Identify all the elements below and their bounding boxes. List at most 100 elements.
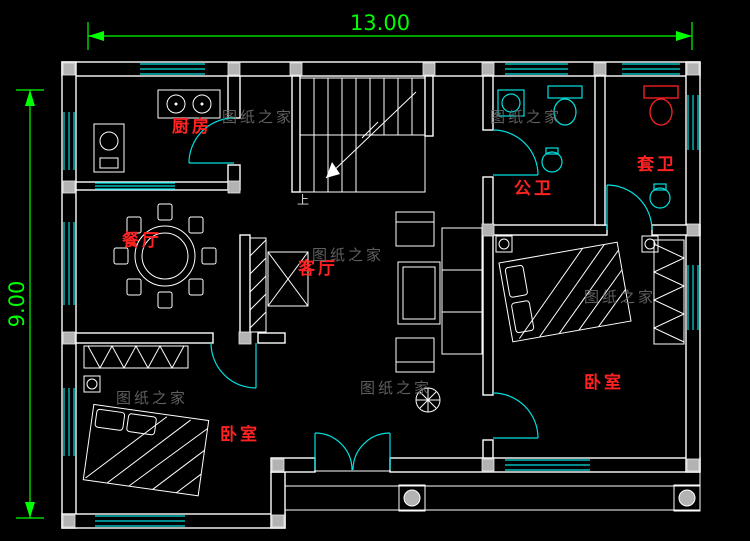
nightstand (83, 375, 101, 393)
column-marker (62, 180, 76, 194)
window-left-kitchen (63, 112, 75, 170)
interior-wall (291, 75, 301, 193)
column-marker (238, 331, 252, 345)
window-left-bedroom (63, 388, 75, 456)
top-dimension-label: 13.00 (350, 11, 410, 35)
bed-hatch (518, 247, 584, 339)
pillow (504, 264, 528, 298)
coffee-table-inner (402, 266, 436, 320)
pillow (126, 413, 157, 436)
column-marker (62, 331, 76, 345)
dining-table (134, 225, 196, 287)
coffee-table (397, 261, 441, 325)
left-dimension-label: 9.00 (5, 281, 29, 328)
stair-arrowhead (326, 162, 340, 178)
column-marker (227, 180, 241, 194)
column-marker (593, 62, 607, 76)
dining-chair (188, 216, 204, 234)
ensuite-door (606, 184, 653, 231)
interior-wall (482, 75, 494, 131)
dining-chair (126, 216, 142, 234)
entrance-double-door (314, 432, 391, 472)
interior-wall (424, 75, 434, 137)
column-marker (686, 62, 700, 76)
tv-symbol-diagonal (267, 251, 309, 307)
bedroom-right-label: 卧室 (584, 372, 624, 393)
interior-wall (492, 224, 608, 236)
column-marker (481, 223, 495, 237)
columns (62, 62, 700, 528)
plant-leaf (419, 391, 437, 409)
stairs: 上 (297, 77, 426, 207)
tv-cabinet (249, 237, 267, 333)
wardrobe-zigzag (87, 344, 185, 370)
bedroom-left-furniture (82, 344, 210, 497)
interior-wall (482, 439, 494, 459)
arrowhead (88, 31, 104, 41)
nightstand (641, 235, 659, 253)
interior-wall (75, 332, 214, 344)
column-marker (227, 62, 241, 76)
kitchen-label: 厨房 (172, 116, 212, 137)
dining-chair (157, 203, 173, 221)
watermark-text: 图纸之家 (312, 246, 384, 264)
dining-chair (201, 247, 217, 265)
bed-hatch (152, 449, 205, 490)
dining-chair (113, 247, 129, 265)
stair-up-label: 上 (297, 193, 309, 207)
watermark-text: 图纸之家 (222, 108, 294, 126)
watermark-text: 图纸之家 (360, 379, 432, 397)
top-dimension: 13.00 (87, 11, 693, 50)
windows (63, 63, 699, 527)
pillow (94, 408, 126, 431)
kitchen-sink-drain (99, 157, 119, 169)
doors (188, 117, 653, 472)
ensuite-label: 套卫 (636, 154, 677, 175)
washing-machine-drum (501, 93, 521, 113)
basin-tap (545, 147, 559, 155)
watermark-text: 图纸之家 (584, 288, 656, 306)
toilet-tank (547, 85, 583, 99)
arrowhead (676, 31, 692, 41)
interior-wall (594, 75, 606, 226)
bedroom-left-door (210, 342, 257, 389)
dining-label: 餐厅 (122, 230, 162, 251)
outer-walls (61, 61, 701, 529)
bed-hatch (85, 416, 168, 479)
interior-wall (257, 332, 286, 344)
ensuite-fixtures (643, 85, 679, 209)
basin-tap (653, 183, 667, 191)
window-bottom-bedroom (505, 459, 590, 471)
column-marker (271, 458, 285, 472)
toilet-tank (643, 85, 679, 99)
sofa-main (441, 227, 483, 355)
nightstand (495, 235, 513, 253)
pillow (511, 300, 535, 334)
bed-hatch (176, 473, 202, 494)
armchair (395, 337, 435, 373)
column-marker (62, 514, 76, 528)
watermark-text: 图纸之家 (116, 389, 188, 407)
toilet-bowl (649, 98, 673, 126)
interior-wall (482, 176, 494, 396)
wardrobe-zigzag (652, 243, 686, 343)
dining-set (113, 203, 217, 309)
window-bottom-left-bedroom (95, 515, 185, 527)
watermarks: 图纸之家 图纸之家 图纸之家 图纸之家 图纸之家 图纸之家 (116, 108, 656, 407)
tv-cabinet-hatch (249, 293, 267, 311)
public-bath-label: 公卫 (514, 179, 554, 199)
bed-hatch (128, 428, 208, 487)
column-marker (62, 62, 76, 76)
column-marker (481, 458, 495, 472)
column-marker (686, 458, 700, 472)
column-marker (422, 62, 436, 76)
tv-cabinet-hatch (249, 275, 267, 293)
bedroom-right-furniture (495, 235, 686, 345)
washing-machine (497, 89, 525, 117)
window-top-kitchen (140, 63, 205, 75)
arrowhead (25, 90, 35, 106)
window-top-ensuite (622, 63, 680, 75)
stove-burner (166, 94, 186, 114)
